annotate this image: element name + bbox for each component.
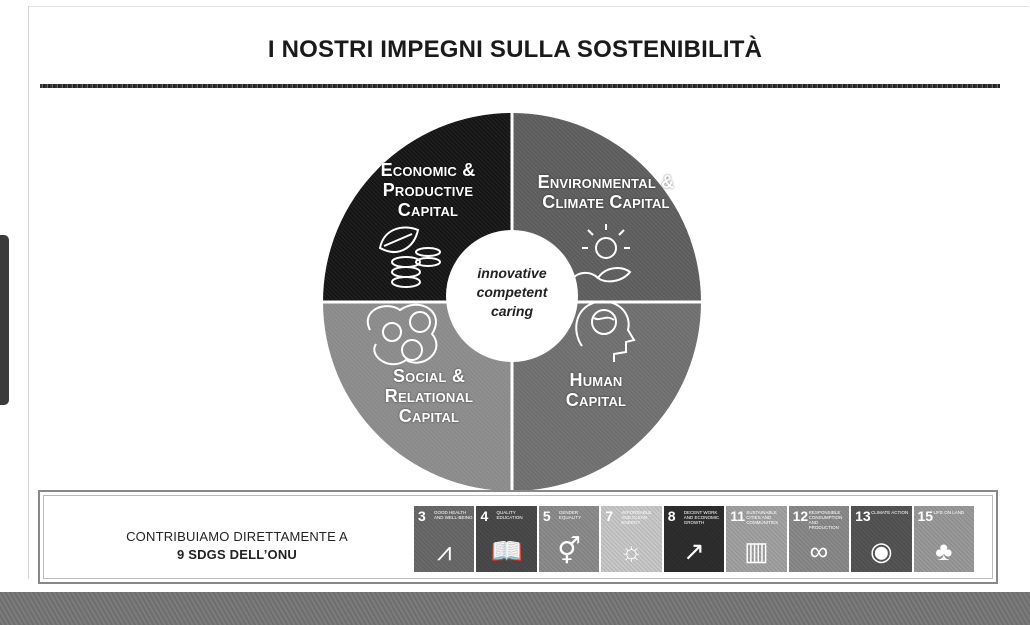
slide-title: I NOSTRI IMPEGNI SULLA SOSTENIBILITÀ: [267, 36, 763, 63]
quadrant-label-line: Capital: [397, 200, 459, 220]
sdg-tile-13: 13Climate action ◉: [851, 506, 912, 572]
sdg-tile-8: 8 Decent work and economic growth ↗: [663, 506, 725, 572]
quadrant-label-line: Social &: [392, 366, 466, 386]
sdg-caption-line2: 9 SDGS DELL’ONU: [176, 547, 298, 562]
sdg-name: Good health and well-being: [434, 510, 473, 520]
gender-icon: ⚥: [557, 536, 581, 566]
sdg-name: Climate action: [871, 510, 909, 515]
tree-icon: ♣: [935, 536, 953, 566]
sdg-tile-11: 11Sustainable cities and communities ▥: [726, 506, 787, 572]
sdg-number: 3: [418, 508, 426, 524]
sdg-caption-line1: CONTRIBUIAMO DIRETTAMENTE A: [126, 529, 348, 544]
sdg-panel: CONTRIBUIAMO DIRETTAMENTE A 9 SDGS DELL’…: [38, 490, 998, 584]
quadrant-label-economic: Economic & Productive Capital: [360, 160, 496, 220]
sdg-number: 7: [605, 508, 614, 524]
infinity-icon: ∞: [809, 536, 829, 566]
sdg-tile-4: 4 Quality education 📖: [476, 506, 537, 572]
quadrant-label-line: Relational: [384, 386, 474, 406]
eye-globe-icon: ◉: [869, 536, 893, 566]
growth-chart-icon: ↗: [683, 536, 705, 566]
quadrant-label-line: Productive: [382, 180, 474, 200]
slide-frame: [28, 6, 1029, 579]
center-circle: [446, 230, 578, 362]
sdg-tile-3: 3 Good health and well-being ⩘: [414, 506, 475, 572]
sdg-name: Quality education: [496, 510, 523, 520]
sdg-name: Responsible consumption and production: [808, 510, 843, 530]
book-icon: 📖: [490, 536, 523, 566]
sdg-tile-15: 15Life on land ♣: [913, 506, 974, 572]
heartbeat-icon: ⩘: [436, 536, 452, 566]
quadrant-label-line: Climate Capital: [542, 192, 670, 212]
quadrant-label-environmental: Environmental & Climate Capital: [520, 172, 692, 212]
center-values: innovative competent caring: [462, 264, 562, 321]
sdg-number: 8: [667, 508, 676, 524]
sdg-tile-7: 7 Affordable and clean energy ☼: [601, 506, 662, 572]
sdg-number: 15: [917, 508, 934, 524]
leaf-coins-icon: [378, 226, 441, 288]
quadrant-label-line: Capital: [565, 390, 627, 410]
sdg-name: Gender equality: [558, 510, 582, 520]
sdg-tile-12: 12Responsible consumption and production…: [788, 506, 850, 572]
sun-icon: ☼: [619, 536, 644, 566]
quadrant-label-line: Economic &: [380, 160, 476, 180]
title-divider: [40, 84, 1000, 88]
sdg-name: Sustainable cities and communities: [746, 510, 779, 525]
sdg-tile-5: 5 Gender equality ⚥: [538, 506, 600, 572]
quadrant-label-line: Capital: [398, 406, 460, 426]
sdg-caption: CONTRIBUIAMO DIRETTAMENTE A 9 SDGS DELL’…: [92, 528, 382, 564]
quadrant-label-line: Human: [569, 370, 623, 390]
center-value-line: caring: [490, 303, 533, 319]
head-globe-icon: [575, 300, 636, 362]
quadrant-label-social: Social & Relational Capital: [354, 366, 504, 426]
sdg-name: Affordable and clean energy: [621, 510, 652, 525]
center-value-line: competent: [476, 284, 548, 300]
quadrant-label-line: Environmental &: [537, 172, 675, 192]
sdg-name: Life on land: [933, 510, 965, 515]
quadrant-label-human: Human Capital: [536, 370, 656, 410]
sun-plant-icon: [571, 224, 632, 283]
sdg-number: 12: [792, 508, 809, 524]
sdg-number: 11: [730, 508, 745, 524]
sdg-number: 4: [480, 508, 489, 524]
center-value-line: innovative: [477, 265, 547, 281]
binder-edge-mark: [0, 235, 9, 405]
sdg-number: 5: [542, 508, 551, 524]
sdg-number: 13: [855, 508, 871, 524]
sdg-goal-strip: 3 Good health and well-being ⩘ 4 Quality edu…: [414, 506, 974, 572]
sdg-panel-inner-border: [43, 495, 993, 579]
footer-band: [0, 592, 1030, 625]
sdg-name: Decent work and economic growth: [683, 510, 720, 525]
network-people-icon: [366, 303, 438, 366]
city-icon: ▥: [744, 536, 769, 566]
